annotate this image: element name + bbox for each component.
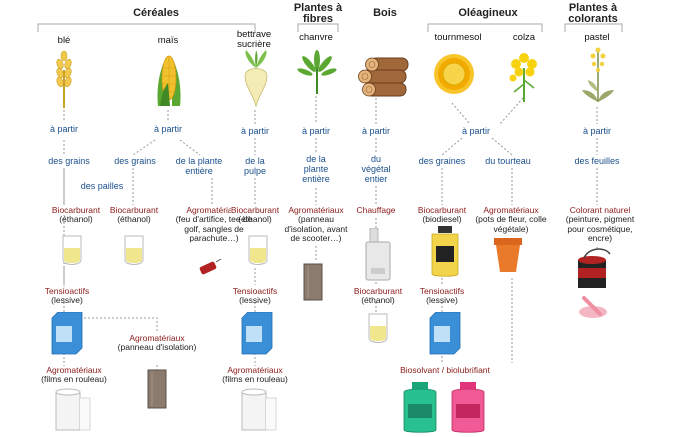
ethanol-glass-icon — [124, 235, 144, 265]
source-graines: des graines — [418, 156, 466, 166]
product-biocarburant-bois: Biocarburant(éthanol) — [353, 286, 403, 305]
source-plante-entiere: de la plante entière — [168, 156, 230, 176]
plant-chanvre: chanvre — [299, 32, 333, 43]
a-partir-bois: à partir — [361, 126, 391, 136]
detergent-box-icon — [241, 312, 273, 355]
film-roll-icon — [55, 388, 91, 431]
cosmetic-pigment-icon — [579, 296, 607, 318]
category-oleagineux: Oléagineux — [458, 7, 518, 19]
category-plantes-colorants: Plantes à colorants — [568, 2, 618, 25]
product-agromateriaux-films-betterave: Agromatériaux(films en rouleau) — [222, 365, 288, 384]
rapeseed-icon — [509, 53, 537, 102]
product-agromateriaux-feux: Agromatériaux(feu d'artifice, tee de gol… — [170, 206, 258, 244]
firework-icon — [199, 258, 222, 275]
product-chauffage: Chauffage — [356, 205, 396, 215]
biodiesel-bottle-icon — [431, 226, 459, 277]
insulation-panel-icon — [303, 263, 323, 301]
paint-can-icon — [578, 248, 611, 288]
category-bois: Bois — [373, 7, 397, 19]
plant-mais: maïs — [157, 35, 179, 46]
source-pailles: des pailles — [80, 181, 124, 191]
product-agromateriaux-films-ble: Agromatériaux(films en rouleau) — [41, 365, 107, 384]
source-plante-entiere-chanvre: de la plante entière — [294, 154, 338, 184]
product-tensioactifs-oleagineux: Tensioactifs(lessive) — [419, 286, 465, 305]
product-biocarburant-ble: Biocarburant(éthanol) — [51, 205, 101, 224]
a-partir-pastel: à partir — [582, 126, 612, 136]
source-tourteau: du tourteau — [485, 156, 531, 166]
source-grains-ble: des grains — [48, 156, 90, 166]
category-plantes-fibres: Plantes à fibres — [293, 2, 343, 25]
detergent-box-icon — [51, 312, 83, 355]
product-tensioactifs-ble: Tensioactifs(lessive) — [44, 286, 90, 305]
source-grains-mais: des grains — [114, 156, 156, 166]
product-biocarburant-betterave: Biocarburant(éthanol) — [230, 205, 280, 224]
product-agromateriaux-pailles: Agromatériaux(panneau d'isolation) — [117, 333, 197, 352]
plant-betterave: bettrave sucrière — [236, 29, 272, 50]
plant-ble: blé — [57, 35, 71, 46]
heater-icon — [365, 228, 391, 281]
plant-colza: colza — [512, 32, 536, 43]
plant-tournesol: tournmesol — [434, 32, 482, 43]
ethanol-glass-icon — [62, 235, 82, 265]
ethanol-glass-icon — [368, 313, 388, 343]
green-solvent-bottle-icon — [403, 382, 437, 433]
a-partir-betterave: à partir — [240, 126, 270, 136]
category-cereales: Céréales — [133, 7, 179, 19]
sugar-beet-icon — [244, 50, 268, 108]
product-agromateriaux-chanvre: Agromatériaux(panneau d'isolation, avant… — [282, 206, 350, 244]
a-partir-chanvre: à partir — [301, 126, 331, 136]
ethanol-glass-icon — [248, 235, 268, 265]
source-pulpe: de la pulpe — [237, 156, 273, 176]
wheat-icon — [56, 50, 72, 108]
woad-pastel-icon — [582, 47, 614, 102]
sunflower-icon — [434, 54, 474, 94]
corn-icon — [157, 55, 181, 106]
product-colorant-naturel: Colorant naturel(peinture, pigment pour … — [560, 206, 640, 244]
product-biocarburant-biodiesel: Biocarburant(biodiesel) — [417, 205, 467, 224]
a-partir-mais: à partir — [153, 124, 183, 134]
source-feuilles: des feuilles — [574, 156, 620, 166]
product-tensioactifs-betterave: Tensioactifs(lessive) — [232, 286, 278, 305]
insulation-panel-icon — [147, 369, 167, 409]
flower-pot-icon — [494, 238, 522, 272]
a-partir-oleagineux: à partir — [461, 126, 491, 136]
pink-lubricant-bottle-icon — [451, 382, 485, 433]
hemp-icon — [297, 50, 337, 94]
product-biocarburant-mais: Biocarburant(éthanol) — [109, 205, 159, 224]
detergent-box-icon — [429, 312, 461, 355]
plant-pastel: pastel — [584, 32, 610, 43]
source-vegetal-entier: du végétal entier — [358, 154, 394, 184]
product-agromateriaux-pots: Agromatériaux(pots de fleur, colle végét… — [474, 205, 548, 234]
film-roll-icon — [241, 388, 277, 431]
product-biosolvant: Biosolvant / biolubrifiant — [400, 365, 490, 375]
wood-logs-icon — [358, 57, 409, 97]
a-partir-ble: à partir — [49, 124, 79, 134]
